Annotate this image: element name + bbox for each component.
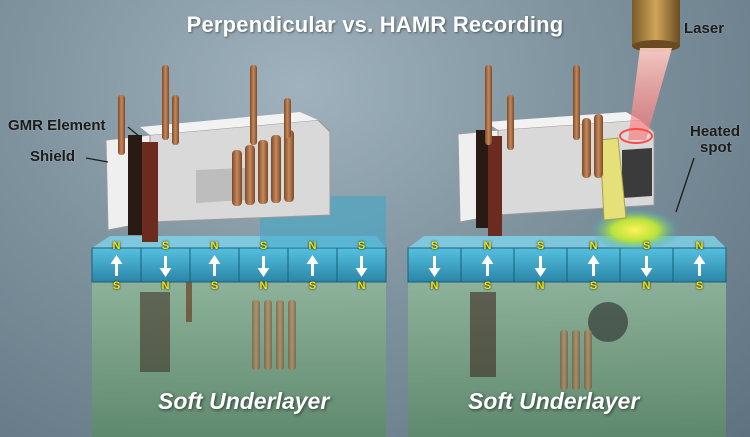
pole-label-top: N [695,240,704,252]
magnetization-arrow-down [159,256,172,277]
coil-reflection-left [252,300,296,370]
pole-label-bottom: S [112,280,121,292]
pole-label-bottom: N [259,280,268,292]
perpendicular-panel [91,65,387,437]
pole-label-bottom: S [589,280,598,292]
magnetization-arrow-up [481,255,494,276]
pole-label-bottom: S [308,280,317,292]
write-coil-left [232,130,294,206]
shield-label: Shield [30,148,76,165]
pole-label-top: N [112,240,121,252]
pole-label-bottom: N [642,280,651,292]
pole-label-top: N [483,240,492,252]
soft-underlayer-label-left: Soft Underlayer [158,388,330,414]
write-pole-right [488,136,502,236]
gmr-element-left [128,135,142,235]
laser-beam [628,48,672,140]
magnetization-arrow-up [208,255,221,276]
pole-label-top: N [308,240,317,252]
diagram-title: Perpendicular vs. HAMR Recording [186,12,564,37]
pole-label-top: S [642,240,651,252]
waveguide [599,137,627,221]
pole-label-bottom: S [695,280,704,292]
pole-label-bottom: S [210,280,219,292]
magnetization-arrows-right [428,255,706,277]
pole-label-bottom: N [430,280,439,292]
pole-label-top: S [161,240,170,252]
magnetization-arrows-left [110,255,368,277]
pole-label-bottom: N [536,280,545,292]
magnetization-arrow-up [693,255,706,276]
lead-wires-left [118,65,291,155]
pole-label-top: S [536,240,545,252]
pole-label-top: S [259,240,268,252]
pole-label-top: S [430,240,439,252]
write-coil-right [582,114,603,178]
pole-label-top: N [589,240,598,252]
soft-underlayer-label-right: Soft Underlayer [468,388,640,414]
magnetization-arrow-up [587,255,600,276]
pole-label-top: N [210,240,219,252]
gmr-element-label: GMR Element [8,117,106,134]
magnetization-arrow-up [110,255,123,276]
magnetization-arrow-down [534,256,547,277]
heated-spot-label-line2: spot [700,139,732,156]
hamr-panel [407,0,727,437]
laser-label: Laser [684,20,725,37]
heated-spot-pointer [675,157,695,213]
lead-wires-right [485,65,580,150]
heated-spot [589,208,681,252]
magnetization-arrow-down [355,256,368,277]
magnetization-arrow-up [306,255,319,276]
magnetization-arrow-down [257,256,270,277]
pole-label-bottom: N [161,280,170,292]
laser-source [632,0,680,46]
magnetization-arrow-down [640,256,653,277]
write-pole-left [142,142,158,242]
magnetization-arrow-down [428,256,441,277]
heated-spot-label-line1: Heated [690,123,741,140]
pole-label-bottom: S [483,280,492,292]
pole-label-top: S [357,240,366,252]
pole-label-bottom: N [357,280,366,292]
media-top-right [408,236,726,248]
